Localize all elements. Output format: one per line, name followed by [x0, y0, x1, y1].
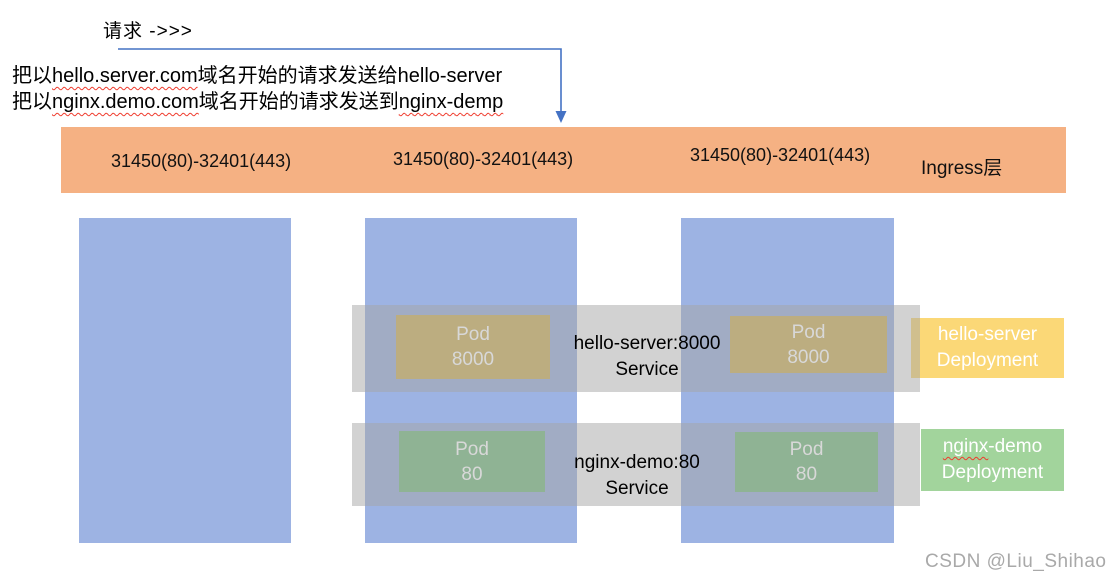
routing-rule-line: 把以nginx.demo.com域名开始的请求发送到nginx-demp — [12, 89, 503, 115]
node-column-1 — [79, 218, 291, 543]
pod-port: 80 — [461, 463, 483, 485]
deployment-type-label: Deployment — [941, 462, 1044, 483]
service-label-hello-server: hello-server:8000 Service — [547, 331, 747, 383]
pod-label: Pod — [791, 321, 826, 343]
pod-hello-server: Pod 8000 — [730, 316, 887, 373]
deployment-type-label: Deployment — [936, 350, 1039, 371]
service-name: nginx-demo:80 — [574, 452, 700, 473]
rule-prefix: 把以 — [12, 91, 52, 113]
deployment-name-part: -demo — [988, 436, 1043, 457]
service-label-nginx-demo: nginx-demo:80 Service — [537, 450, 737, 502]
deployment-name-part: nginx — [942, 436, 989, 457]
service-type-label: Service — [605, 478, 669, 499]
pod-hello-server: Pod 8000 — [396, 315, 550, 379]
rule-middle: 域名开始的请求发送给 — [197, 65, 398, 87]
pod-port: 8000 — [451, 349, 495, 370]
rule-target: nginx-demp — [398, 91, 504, 113]
rule-target: hello-server — [397, 65, 503, 87]
rule-prefix: 把以 — [12, 65, 52, 87]
service-name: hello-server:8000 — [573, 333, 721, 354]
deployment-box-nginx-demo: nginx-demo Deployment — [921, 429, 1064, 491]
deployment-name: hello-server — [937, 324, 1038, 345]
pod-label: Pod — [455, 438, 489, 460]
pod-label: Pod — [789, 439, 824, 460]
pod-nginx-demo: Pod 80 — [735, 432, 878, 492]
pod-port: 80 — [795, 464, 818, 485]
request-label: 请求 ->>> — [103, 21, 193, 42]
deployment-name: nginx-demo — [943, 434, 1042, 460]
routing-rule-line: 把以hello.server.com域名开始的请求发送给hello-server — [12, 63, 503, 89]
node-port-label: 31450(80)-32401(443) — [690, 145, 871, 165]
rule-domain: nginx.demo.com — [52, 91, 199, 113]
deployment-box-hello-server: hello-server Deployment — [911, 318, 1064, 378]
ingress-layer-bar: 31450(80)-32401(443) 31450(80)-32401(443… — [61, 127, 1066, 193]
rule-domain: hello.server.com — [52, 65, 198, 87]
rule-middle: 域名开始的请求发送到 — [198, 91, 399, 113]
service-type-label: Service — [615, 359, 679, 380]
pod-label: Pod — [456, 324, 490, 345]
node-port-label: 31450(80)-32401(443) — [393, 149, 574, 169]
routing-rules-text: 把以hello.server.com域名开始的请求发送给hello-server… — [12, 63, 503, 115]
ingress-layer-label: Ingress层 — [921, 158, 1003, 179]
pod-nginx-demo: Pod 80 — [399, 431, 545, 492]
node-port-label: 31450(80)-32401(443) — [111, 151, 292, 171]
watermark: CSDN @Liu_Shihao — [925, 551, 1107, 572]
pod-port: 8000 — [787, 346, 830, 368]
